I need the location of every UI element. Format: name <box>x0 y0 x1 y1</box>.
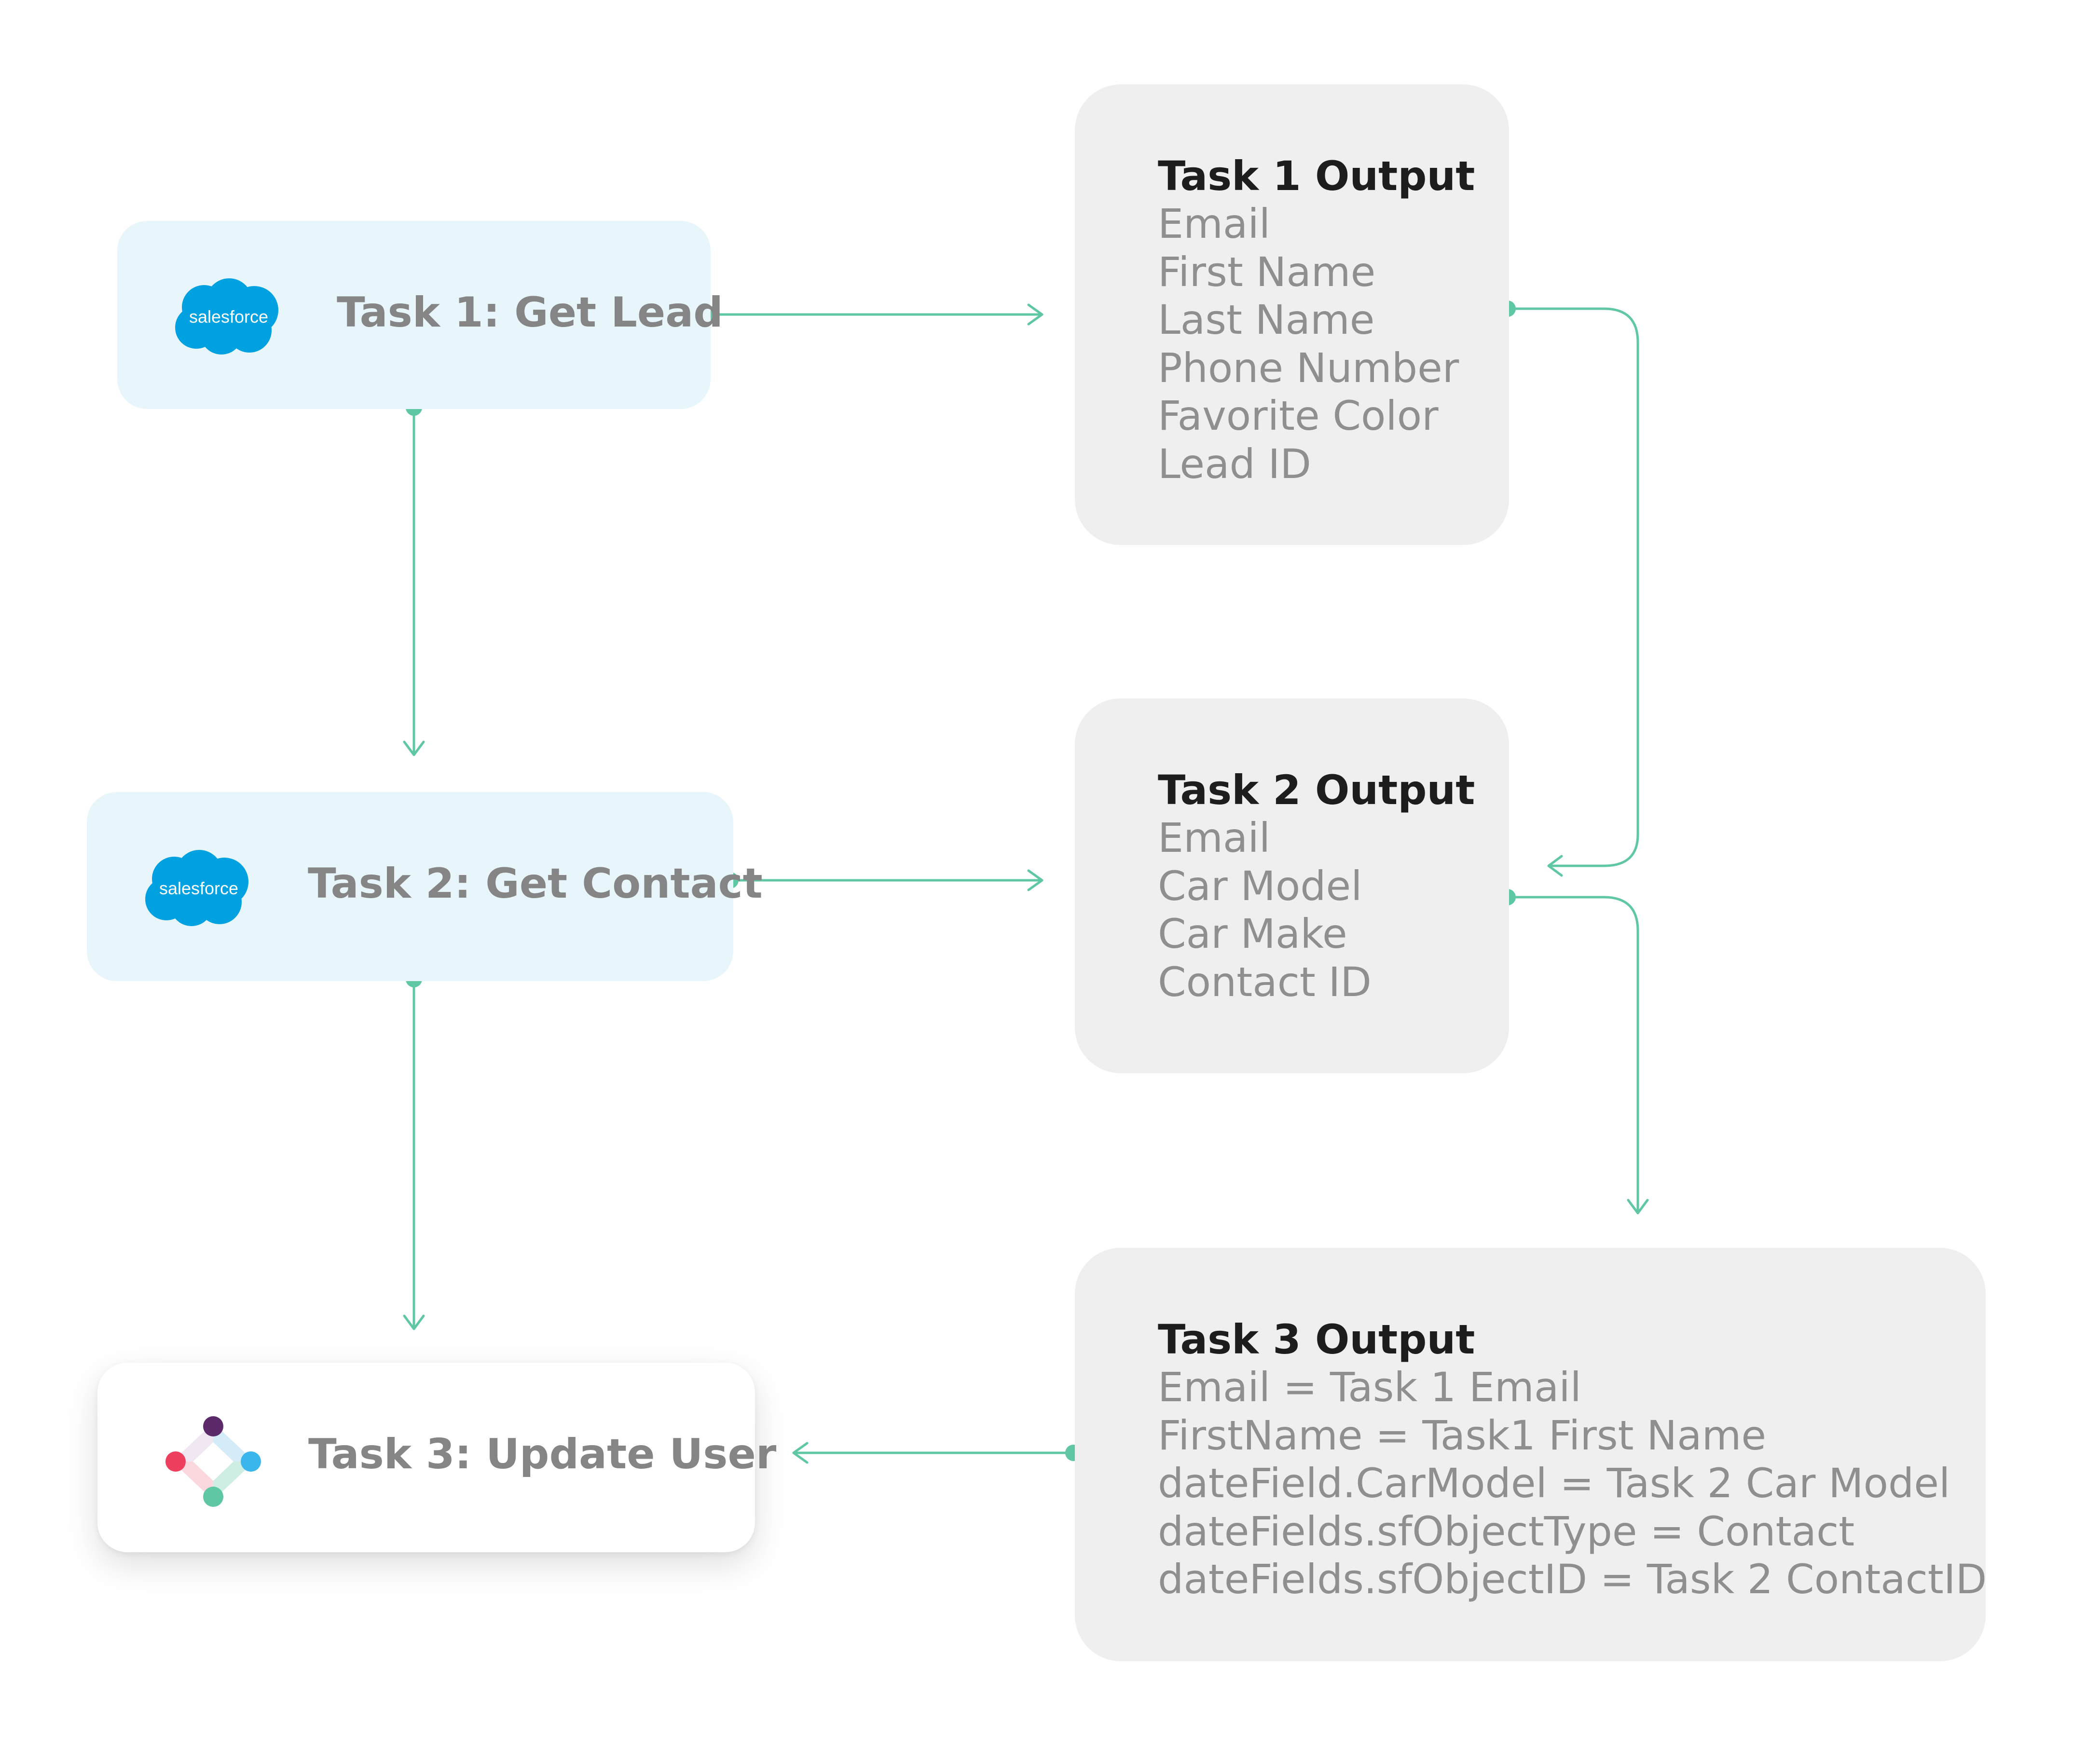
salesforce-logo-icon: salesforce <box>175 278 278 355</box>
output-title: Task 3 Output <box>1158 1316 1475 1363</box>
connector-task1-to-output1 <box>713 303 1043 326</box>
salesforce-logo-icon: salesforce <box>145 850 248 926</box>
output-field: First Name <box>1158 248 1376 296</box>
connector-task2-to-task3 <box>403 978 425 1330</box>
app-logo-icon <box>165 1416 261 1507</box>
connector-output2-to-output3 <box>1506 896 1649 1215</box>
output-field-list: Email First Name Last Name Phone Number … <box>1158 200 1459 488</box>
task-label: Task 3: Update User <box>308 1430 777 1478</box>
connector-output3-to-task3 <box>792 1442 1075 1464</box>
output-card-task1: Task 1 Output Email First Name Last Name… <box>1075 84 1509 545</box>
output-field: Email = Task 1 Email <box>1158 1364 1582 1411</box>
output-field-list: Email = Task 1 Email FirstName = Task1 F… <box>1158 1364 1987 1604</box>
task-label: Task 1: Get Lead <box>337 288 723 337</box>
output-field: dateFields.sfObjectID = Task 2 ContactID <box>1158 1556 1987 1603</box>
output-field: Email <box>1158 200 1271 247</box>
task-card-get-lead[interactable]: salesforce Task 1: Get Lead <box>117 221 723 409</box>
output-field: Phone Number <box>1158 344 1459 392</box>
task-label: Task 2: Get Contact <box>308 860 763 908</box>
output-card-task2: Task 2 Output Email Car Model Car Make C… <box>1075 698 1509 1073</box>
task-card-update-user[interactable]: Task 3: Update User <box>97 1363 776 1552</box>
output-field: dateFields.sfObjectType = Contact <box>1158 1507 1855 1555</box>
connector-task1-to-task2 <box>403 406 425 756</box>
output-field: FirstName = Task1 First Name <box>1158 1411 1767 1459</box>
output-field: Car Model <box>1158 862 1362 910</box>
output-field: Lead ID <box>1158 440 1311 488</box>
output-field-list: Email Car Model Car Make Contact ID <box>1158 814 1372 1006</box>
output-title: Task 2 Output <box>1158 766 1475 814</box>
output-field: Last Name <box>1158 296 1375 343</box>
output-card-task3: Task 3 Output Email = Task 1 Email First… <box>1075 1248 1987 1661</box>
output-field: Contact ID <box>1158 958 1372 1006</box>
output-field: dateField.CarModel = Task 2 Car Model <box>1158 1460 1950 1507</box>
connector-task2-to-output2 <box>729 869 1043 891</box>
output-title: Task 1 Output <box>1158 152 1475 200</box>
salesforce-logo-text: salesforce <box>159 878 238 898</box>
output-field: Favorite Color <box>1158 392 1439 439</box>
connector-output1-to-output2 <box>1506 307 1639 877</box>
salesforce-logo-text: salesforce <box>189 307 268 327</box>
task-card-get-contact[interactable]: salesforce Task 2: Get Contact <box>87 792 763 981</box>
output-field: Email <box>1158 814 1271 861</box>
output-field: Car Make <box>1158 910 1347 957</box>
